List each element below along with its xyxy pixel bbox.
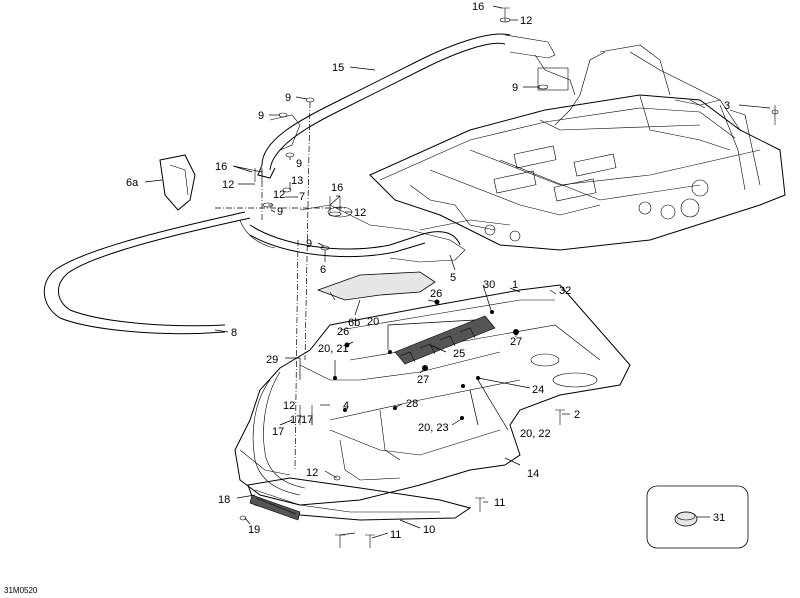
callout-20-21: 20, 21 [318,343,349,355]
callout-16: 16 [215,161,227,173]
callout-6: 6 [320,264,326,276]
callout-13: 13 [291,175,303,187]
callout-1: 1 [512,279,518,291]
callout-16: 16 [472,1,484,13]
callout-11: 11 [390,529,401,541]
callout-27: 27 [417,374,429,386]
callout-9: 9 [512,82,518,94]
callout-labels: 16 12 15 9 9 9 3 6a 16 13 9 12 12 7 9 16… [126,1,730,541]
callout-14: 14 [527,468,539,480]
callout-17: 17 [290,414,302,426]
callout-9: 9 [285,92,291,104]
callout-30: 30 [483,279,495,291]
callout-20: 20 [367,316,379,328]
front-bumper [43,154,466,335]
chassis-frame [369,44,786,251]
callout-11: 11 [494,497,505,509]
callout-15: 15 [332,62,344,74]
callout-29: 29 [266,354,278,366]
callout-12: 12 [520,15,532,27]
lower-grille [247,477,472,521]
callout-3: 3 [724,100,730,112]
callout-26: 26 [337,326,349,338]
drawing-code: 31M0520 [4,586,38,595]
callout-7: 7 [299,191,305,203]
callout-8: 8 [231,327,237,339]
callout-25: 25 [453,348,465,360]
callout-9: 9 [277,206,283,218]
callout-12: 12 [222,179,234,191]
callout-6b: 6b [348,317,360,329]
upper-tube-15 [257,33,576,179]
callout-27: 27 [510,336,522,348]
callout-26: 26 [430,288,442,300]
callout-9: 9 [258,110,264,122]
fasteners [239,7,779,548]
callout-2: 2 [574,409,580,421]
callout-9: 9 [296,158,302,170]
callout-12: 12 [306,467,318,479]
callout-24: 24 [532,384,544,396]
callout-12: 12 [283,400,295,412]
callout-6a: 6a [126,177,139,189]
callout-31: 31 [713,512,725,524]
callout-9: 9 [306,238,312,250]
callout-17: 17 [301,414,313,426]
alignment-lines [215,101,345,471]
callout-10: 10 [423,524,435,536]
callout-28: 28 [406,398,418,410]
callout-17: 17 [272,426,284,438]
callout-32: 32 [559,285,571,297]
callout-4: 4 [343,400,349,412]
callout-19: 19 [248,524,260,536]
callout-18: 18 [218,494,230,506]
belly-pan [234,284,631,506]
callout-5: 5 [450,272,456,284]
callout-12: 12 [273,189,285,201]
callout-16: 16 [331,182,343,194]
leader-lines [144,5,771,539]
callout-12: 12 [354,207,366,219]
callout-20-23: 20, 23 [418,422,449,434]
callout-20-22: 20, 22 [520,428,551,440]
